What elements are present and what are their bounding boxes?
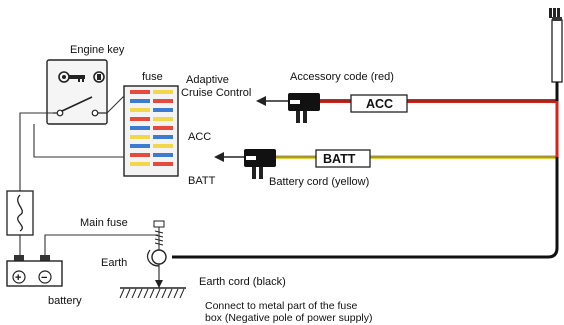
fuse-box-group: fuse <box>123 71 179 177</box>
earth-symbol <box>119 220 186 299</box>
batt-fuse-tap-icon <box>244 149 276 179</box>
battery-plus-sign: + <box>15 272 21 284</box>
main-fuse-label: Main fuse <box>80 217 128 229</box>
engine-key-box <box>46 59 108 125</box>
engine-key-group: Engine key <box>46 44 125 125</box>
batt-side-label: BATT <box>188 175 216 187</box>
device-connector <box>549 8 563 101</box>
earth-label: Earth <box>101 257 127 269</box>
acc-tag: ACC <box>350 94 408 113</box>
fuse-slots <box>130 90 173 166</box>
battery-minus-sign: − <box>41 272 47 284</box>
batt-arrow <box>214 152 244 162</box>
note-line-2: box (Negative pole of power supply) <box>205 312 373 324</box>
acc-arrow <box>256 96 288 106</box>
adaptive-label-2: Cruise Control <box>181 87 251 99</box>
batt-tag: BATT <box>315 149 371 168</box>
acc-fuse-tap-icon <box>288 93 320 123</box>
battery-plus-terminal <box>12 270 26 284</box>
batt-tag-text: BATT <box>323 152 356 166</box>
engine-key-label: Engine key <box>70 44 125 56</box>
main-fuse <box>6 190 34 236</box>
fuse-label: fuse <box>142 71 163 83</box>
black-earth-wire <box>172 101 559 259</box>
adaptive-label-1: Adaptive <box>186 74 229 86</box>
note-line-1: Connect to metal part of the fuse <box>205 300 357 312</box>
battery-cord-label: Battery cord (yellow) <box>269 176 369 188</box>
acc-tag-text: ACC <box>366 97 393 111</box>
earth-cord-label: Earth cord (black) <box>199 276 286 288</box>
battery-group: + − <box>6 255 63 287</box>
accessory-code-label: Accessory code (red) <box>290 71 394 83</box>
battery-minus-terminal <box>38 270 52 284</box>
battery-label: battery <box>48 295 82 307</box>
left-wiring <box>19 95 158 258</box>
key-icon <box>58 71 105 83</box>
switch-symbol <box>53 96 107 117</box>
acc-side-label: ACC <box>188 131 211 143</box>
